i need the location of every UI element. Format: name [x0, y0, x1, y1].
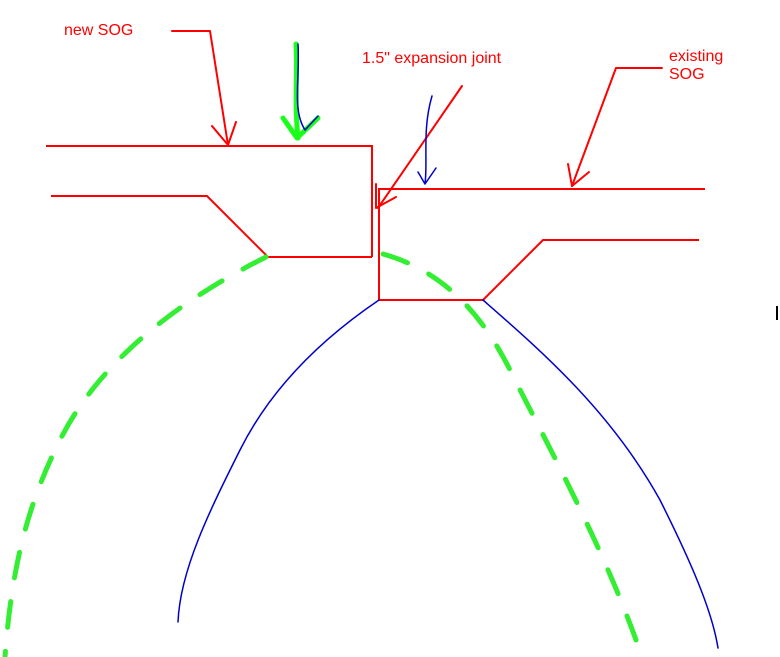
expansion-joint-label: 1.5" expansion joint — [362, 50, 502, 67]
new-sog-outline — [46, 145, 373, 258]
existing-sog-label-line2: SOG — [669, 66, 705, 83]
dashed-bearing-arc-left — [2, 254, 269, 657]
existing-sog-label-line1: existing — [669, 48, 724, 65]
new-sog-leader — [171, 30, 229, 146]
existing-sog-label: existing SOG — [669, 48, 723, 84]
existing-sog-arrowhead — [567, 163, 590, 187]
pressure-arc-left — [177, 299, 380, 623]
expansion-joint-leader — [377, 85, 463, 209]
blue-sketch-lines — [177, 43, 719, 649]
leader-arrows — [171, 30, 663, 209]
dashed-bearing-arc-right — [380, 251, 639, 643]
joint-load-mark — [417, 95, 437, 185]
expansion-joint-arrowhead — [375, 183, 397, 209]
arrow-tick-mark — [296, 43, 319, 131]
existing-sog-outline — [378, 188, 705, 301]
new-sog-label: new SOG — [64, 22, 134, 39]
edge-marker — [776, 306, 778, 320]
existing-sog-leader — [571, 67, 663, 187]
new-sog-arrowhead — [211, 121, 237, 146]
pressure-arc-right — [482, 299, 719, 649]
load-arrow-icon — [280, 41, 321, 141]
